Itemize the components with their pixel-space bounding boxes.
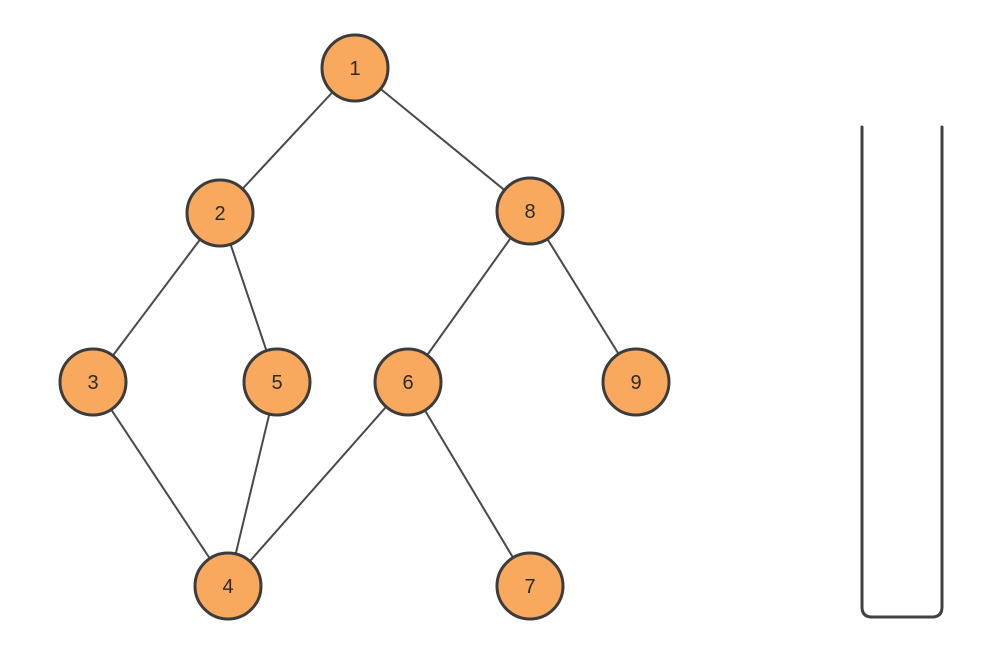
node-label-8: 8: [524, 201, 535, 223]
node-label-9: 9: [630, 372, 641, 394]
nodes-layer: 1 2 8 3 5 6 9 4 7: [58, 33, 671, 621]
node-circle-5: [242, 347, 312, 417]
node-circle-3: [58, 347, 128, 417]
node-circle-8: [495, 176, 565, 246]
node-label-5: 5: [271, 372, 282, 394]
node-circle-6: [373, 347, 443, 417]
node-circle-9: [601, 347, 671, 417]
node-label-4: 4: [222, 576, 233, 598]
graph-node-5: 5: [242, 347, 312, 417]
graph-edge-6-4: [227, 381, 409, 587]
node-label-1: 1: [349, 58, 360, 80]
edges-layer: [92, 67, 637, 587]
stack-container: [860, 125, 944, 619]
graph-node-2: 2: [185, 178, 255, 248]
graph-node-9: 9: [601, 347, 671, 417]
graph-node-6: 6: [373, 347, 443, 417]
graph-edge-2-3: [92, 212, 221, 383]
node-label-2: 2: [214, 203, 225, 225]
graph-edge-5-4: [227, 381, 278, 587]
graph-edge-6-7: [407, 381, 531, 587]
node-label-3: 3: [87, 372, 98, 394]
node-circle-1: [320, 33, 390, 103]
graph-node-3: 3: [58, 347, 128, 417]
graph-edge-1-8: [354, 67, 531, 212]
node-label-6: 6: [402, 372, 413, 394]
graph-edge-8-6: [407, 210, 531, 383]
node-circle-4: [193, 551, 263, 621]
graph-edge-3-4: [92, 381, 229, 587]
graph-node-1: 1: [320, 33, 390, 103]
graph-node-8: 8: [495, 176, 565, 246]
node-circle-7: [495, 551, 565, 621]
node-label-7: 7: [524, 576, 535, 598]
node-circle-2: [185, 178, 255, 248]
graph-node-7: 7: [495, 551, 565, 621]
graph-node-4: 4: [193, 551, 263, 621]
